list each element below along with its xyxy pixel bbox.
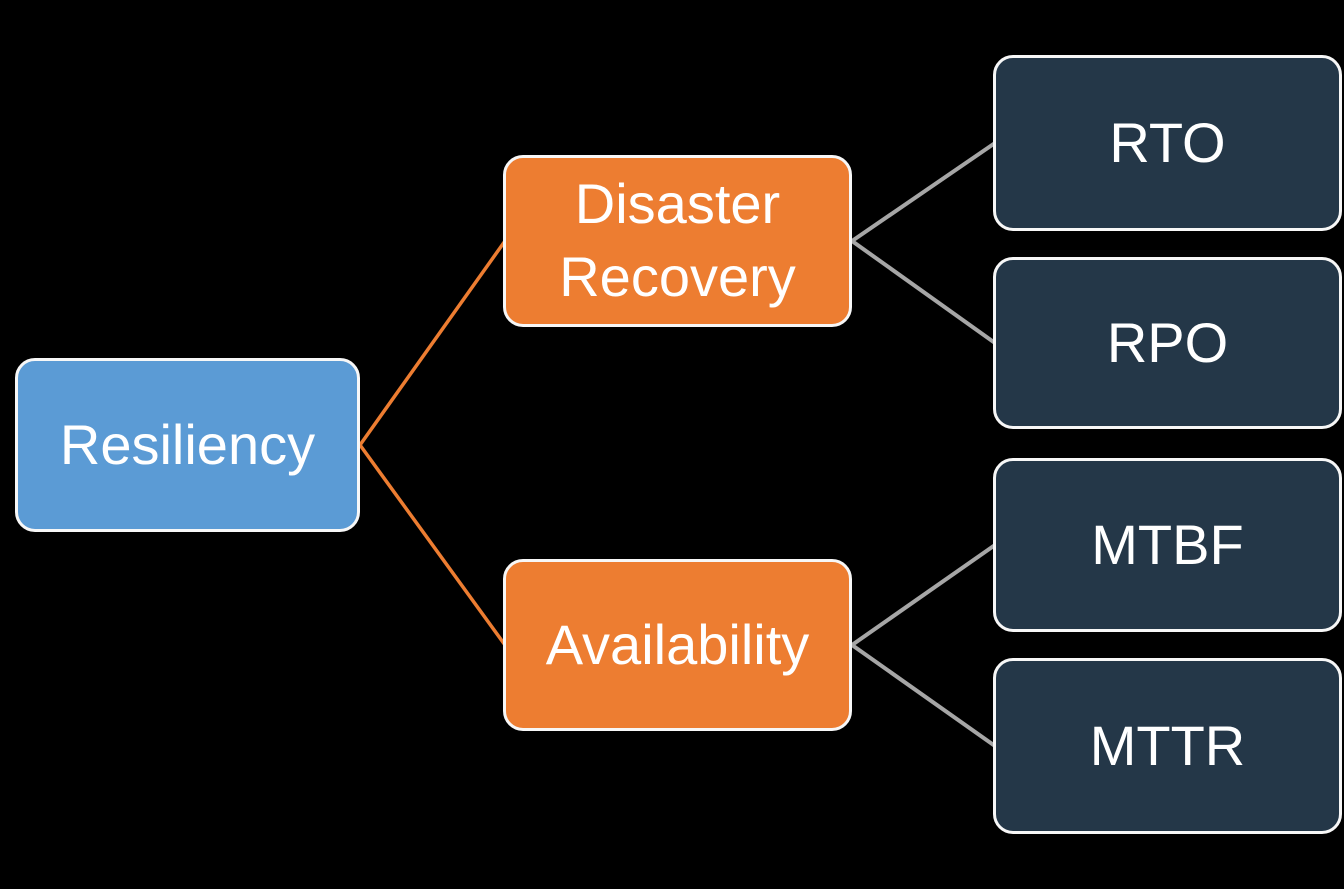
node-label: MTTR (1089, 713, 1246, 777)
connector-disaster-recovery-rto (850, 141, 997, 243)
node-rto: RTO (993, 55, 1342, 231)
node-label: Resiliency (59, 412, 316, 476)
node-rpo: RPO (993, 257, 1342, 429)
node-mtbf: MTBF (993, 458, 1342, 632)
node-mttr: MTTR (993, 658, 1342, 834)
connector-availability-mtbf (850, 543, 997, 647)
connector-resiliency-disaster-recovery (358, 239, 507, 447)
node-disaster-recovery: Disaster Recovery (503, 155, 852, 327)
node-availability: Availability (503, 559, 852, 731)
connector-resiliency-availability (358, 443, 507, 647)
node-resiliency: Resiliency (15, 358, 360, 532)
connector-availability-mttr (850, 643, 997, 748)
connector-disaster-recovery-rpo (850, 239, 997, 345)
node-label: Availability (545, 612, 810, 676)
node-label: RTO (1109, 110, 1226, 174)
node-label: RPO (1106, 310, 1229, 374)
node-label: MTBF (1091, 512, 1244, 576)
node-label: Disaster Recovery (559, 172, 796, 308)
